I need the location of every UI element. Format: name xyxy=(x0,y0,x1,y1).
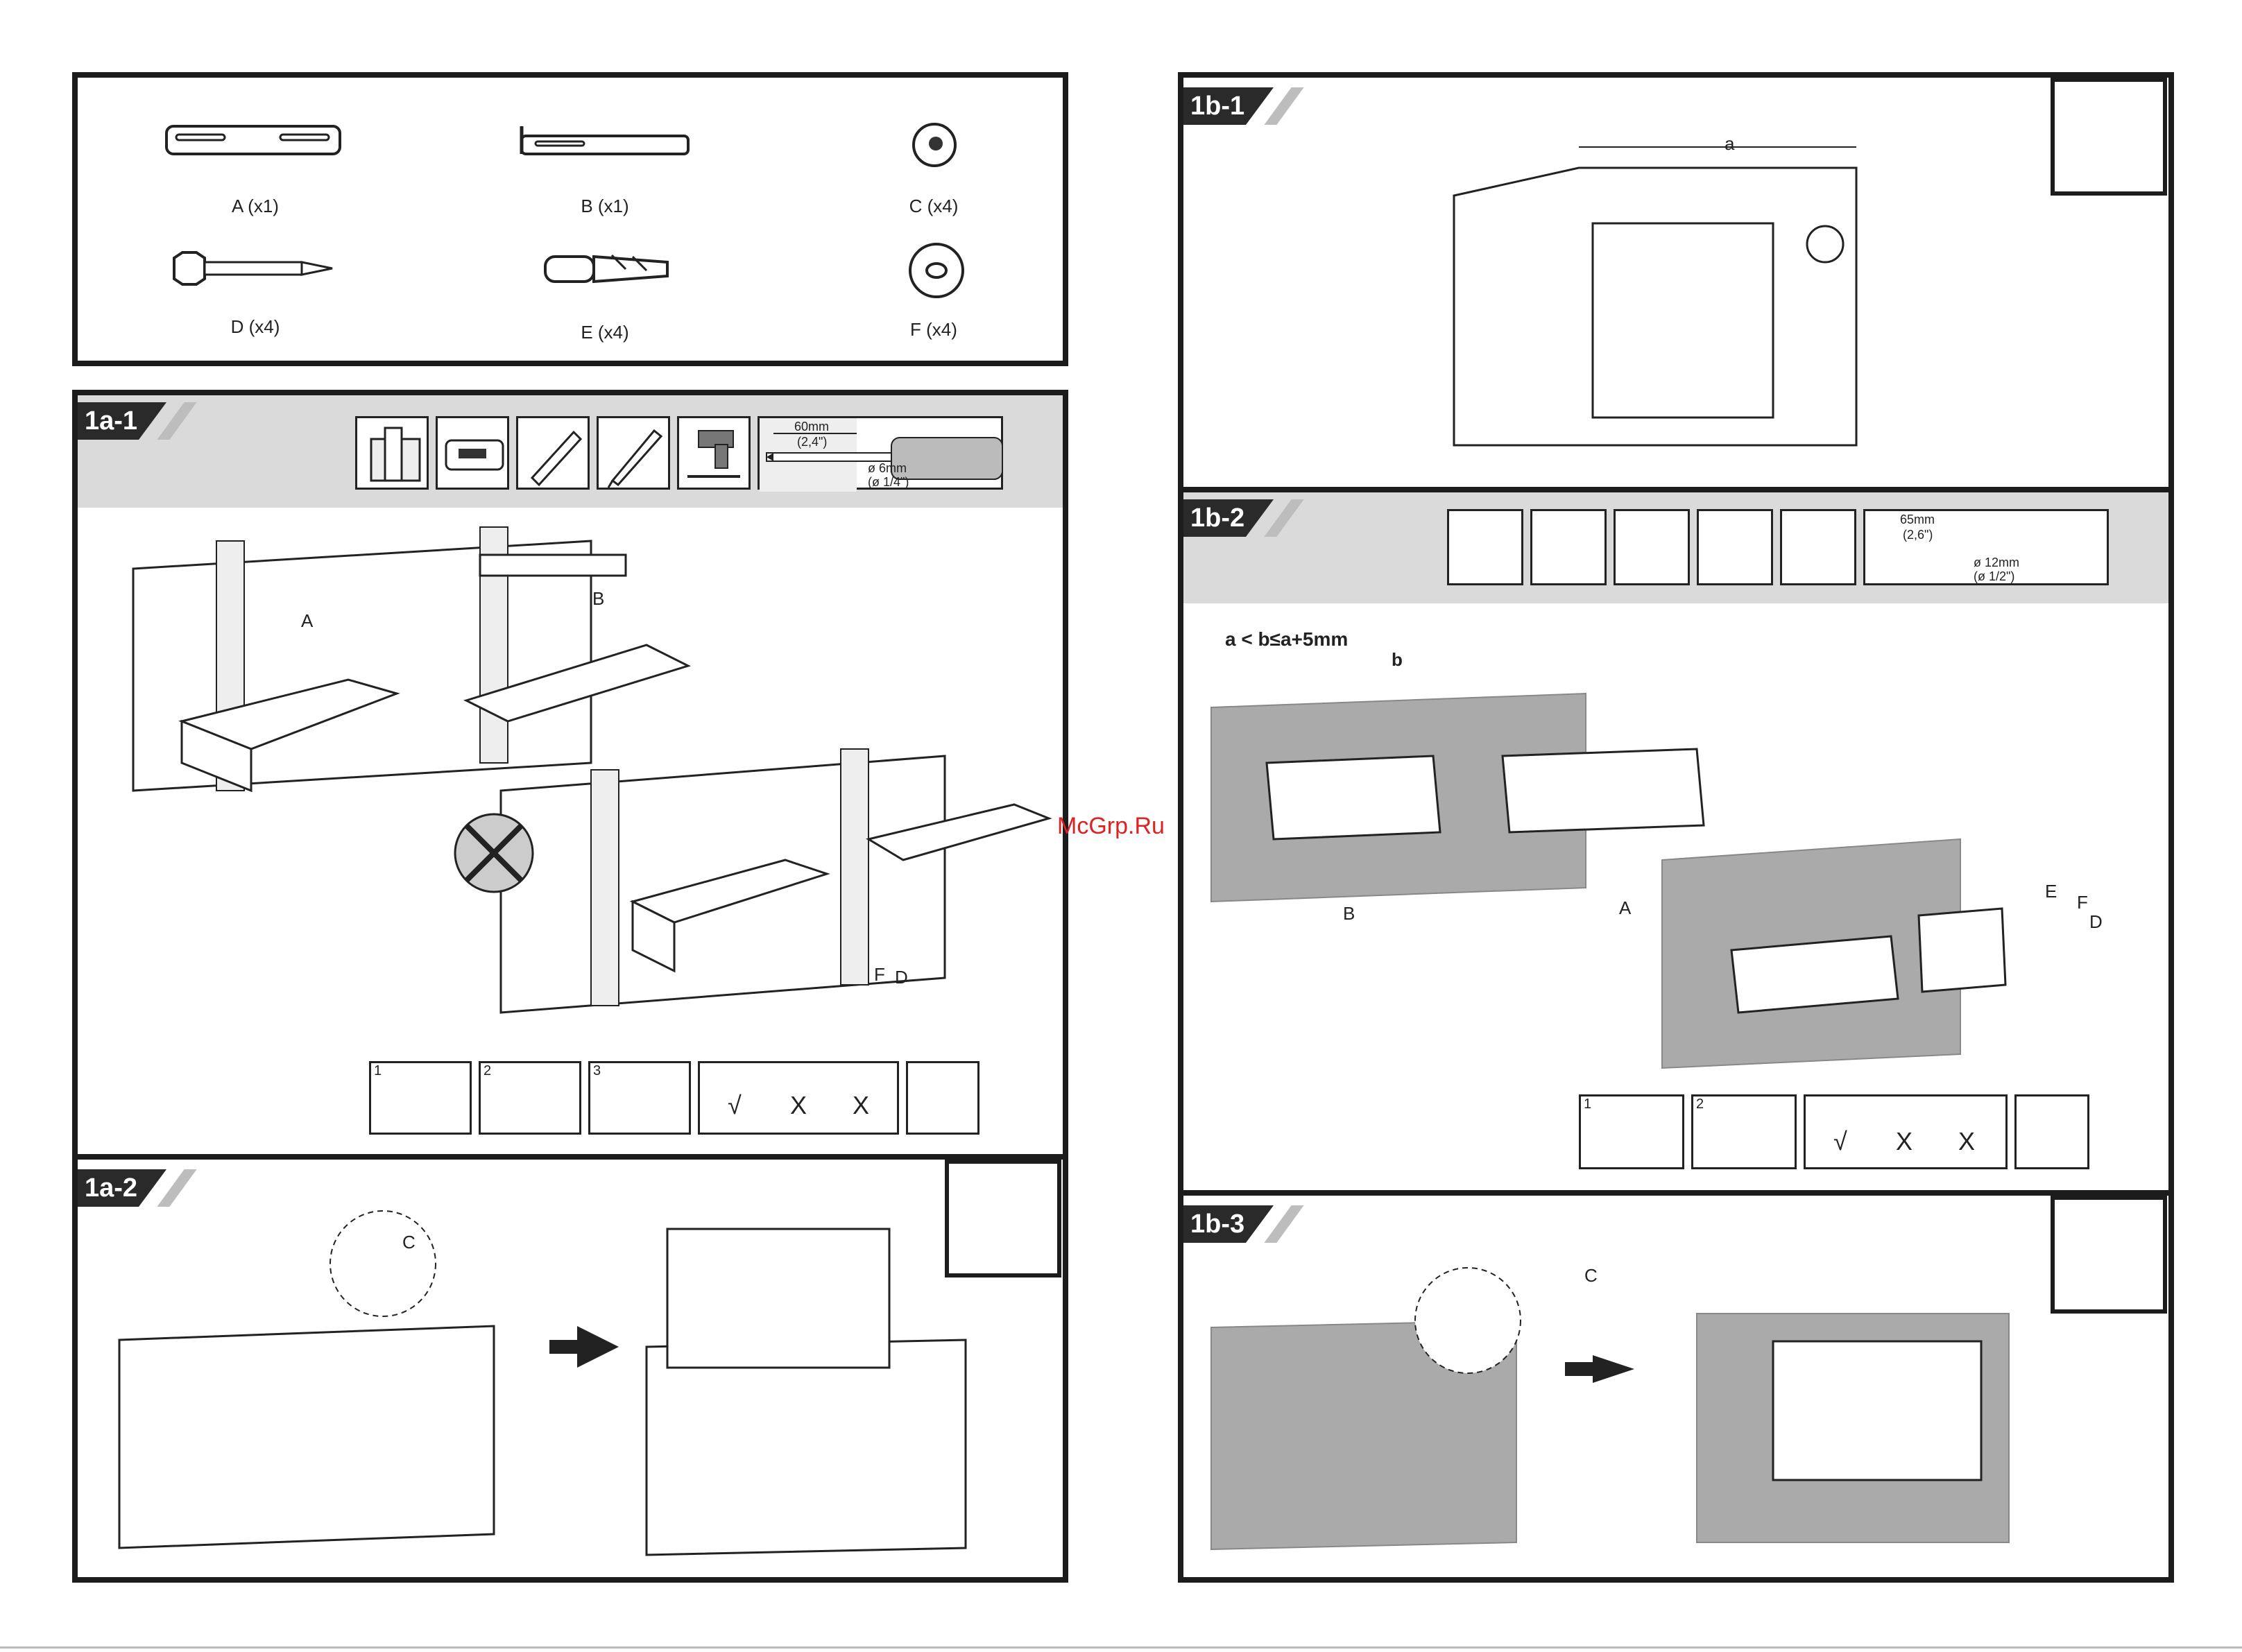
step-2: 2 xyxy=(479,1061,581,1135)
stud-finder-icon xyxy=(436,416,509,490)
section-1a-1: 1a-1 60mm (2,4") ø 6mm xyxy=(72,390,1068,1160)
level-mark-ok: √ xyxy=(728,1091,742,1120)
drill-bit-icon xyxy=(906,1061,979,1135)
tools-row: 65mm (2,6") ø 12mm (ø 1/2") xyxy=(1447,509,2109,585)
drill-dia-in: (ø 1/4") xyxy=(868,475,909,490)
part-label-d: D (x4) xyxy=(172,316,339,338)
drill-depth-mm: 65mm xyxy=(1900,513,1935,527)
washer-icon xyxy=(907,241,966,300)
masonry-mount-microwave-illustration xyxy=(1204,1237,2092,1577)
dimension-a: a xyxy=(1725,133,1734,155)
label-f: F xyxy=(874,964,885,986)
section-1b-3: 1b-3 C xyxy=(1178,1190,2174,1583)
label-a: A xyxy=(1619,897,1631,919)
part-label-e: E (x4) xyxy=(522,322,688,343)
drill-icon xyxy=(1780,509,1856,585)
spirit-level-icon xyxy=(516,416,590,490)
wall-stud-icon xyxy=(355,416,429,490)
parts-panel: A (x1) B (x1) C (x4) D (x4) E (x4) F (x4… xyxy=(72,72,1068,366)
section-tag: 1a-1 xyxy=(78,402,139,440)
masonry-wall-icon xyxy=(1447,509,1523,585)
step-1: 1 xyxy=(1579,1094,1684,1169)
step-3: 3 xyxy=(588,1061,691,1135)
drill-depth-in: (2,4") xyxy=(797,435,827,449)
step-number: 1 xyxy=(374,1063,382,1079)
drill-dia-mm: ø 6mm xyxy=(868,461,907,476)
drill-depth-icon: 65mm (2,6") ø 12mm (ø 1/2") xyxy=(1863,509,2109,585)
drill-dia-mm: ø 12mm xyxy=(1974,556,2019,570)
label-d: D xyxy=(895,967,908,988)
label-a: A xyxy=(301,610,313,632)
step-1: 1 xyxy=(369,1061,472,1135)
label-b: B xyxy=(1343,903,1355,924)
label-d: D xyxy=(2089,911,2103,933)
microwave-measure-illustration xyxy=(1447,140,1891,445)
label-f: F xyxy=(2077,892,2088,913)
pencil-icon xyxy=(597,416,670,490)
part-label-b: B (x1) xyxy=(522,196,688,217)
label-b: B xyxy=(592,588,604,610)
step-number: 2 xyxy=(484,1063,491,1079)
label-e: E xyxy=(2045,881,2057,902)
mount-microwave-illustration xyxy=(105,1201,1007,1569)
section-tag: 1b-2 xyxy=(1183,499,1246,537)
spirit-level-icon xyxy=(1614,509,1690,585)
level-mark-bad: X xyxy=(853,1091,869,1120)
drill-depth-in: (2,6") xyxy=(1903,528,1933,542)
level-check: √ X X xyxy=(698,1061,899,1135)
level-mark-bad: X xyxy=(790,1091,807,1120)
part-label-f: F (x4) xyxy=(850,319,1017,341)
steps-row: 1 2 √ X X xyxy=(1579,1094,2089,1169)
section-1b-2: 1b-2 65mm (2,6") ø 12mm (ø 1/2") a < b≤a… xyxy=(1178,487,2174,1196)
watermark: McGrp.Ru xyxy=(1057,813,1165,840)
tools-row: 60mm (2,4") ø 6mm (ø 1/4") xyxy=(355,416,1003,490)
pencil-icon xyxy=(1697,509,1773,585)
step-number: 3 xyxy=(593,1063,601,1079)
rubber-bumper-icon xyxy=(910,121,959,169)
page-bottom-rule xyxy=(0,1646,2242,1649)
section-tag: 1b-1 xyxy=(1183,87,1246,125)
drill-bit-icon xyxy=(2014,1094,2089,1169)
steps-row: 1 2 3 √ X X xyxy=(369,1061,979,1135)
part-label-a: A (x1) xyxy=(172,196,339,217)
bracket-mounting-illustration xyxy=(119,527,1090,1013)
spacing-formula: a < b≤a+5mm xyxy=(1225,628,1348,651)
drill-depth-mm: 60mm xyxy=(794,420,829,434)
level-check: √ X X xyxy=(1804,1094,2008,1169)
section-1a-2: 1a-2 C xyxy=(72,1154,1068,1583)
level-mark-bad: X xyxy=(1896,1127,1912,1156)
step-number: 1 xyxy=(1584,1096,1591,1112)
drill-dia-in: (ø 1/2") xyxy=(1974,569,2014,584)
hex-screw-icon xyxy=(171,251,338,286)
level-mark-ok: √ xyxy=(1833,1127,1847,1156)
part-label-c: C (x4) xyxy=(850,196,1017,217)
short-bracket-icon xyxy=(515,126,695,161)
dimension-b: b xyxy=(1392,649,1403,671)
label-c: C xyxy=(1584,1265,1598,1287)
label-c: C xyxy=(402,1232,416,1253)
drill-icon xyxy=(677,416,751,490)
drill-depth-icon: 60mm (2,4") ø 6mm (ø 1/4") xyxy=(758,416,1003,490)
section-1b-1: 1b-1 a xyxy=(1178,72,2174,492)
step-2: 2 xyxy=(1691,1094,1797,1169)
level-mark-bad: X xyxy=(1958,1127,1975,1156)
tape-measure-icon xyxy=(1530,509,1607,585)
tape-measure-icon xyxy=(2051,78,2167,196)
long-bracket-icon xyxy=(162,119,347,161)
wall-plug-icon xyxy=(542,248,674,290)
step-number: 2 xyxy=(1696,1096,1704,1112)
